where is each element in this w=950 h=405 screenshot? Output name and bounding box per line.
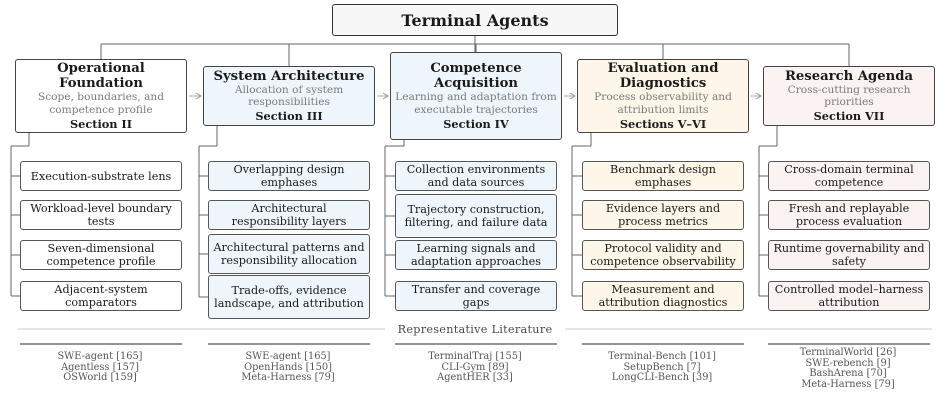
branch-item-3-2: Trajectory construction, filtering, and …	[395, 194, 557, 238]
branch-item-5-4: Controlled model–harness attribution	[768, 281, 930, 311]
column-heading: Evaluation and Diagnostics	[607, 61, 719, 92]
literature-ref: CLI-Gym [89]	[441, 361, 509, 373]
branch-item-4-2: Evidence layers and process metrics	[582, 200, 744, 230]
column-heading: System Architecture	[213, 68, 365, 84]
literature-ref: Meta-Harness [79]	[801, 378, 895, 390]
literature-ref: SWE-agent [165]	[57, 351, 143, 362]
branch-item-2-2: Architectural responsibility layers	[208, 200, 370, 230]
column-heading: Operational Foundation	[57, 61, 145, 92]
branch-item-1-1: Execution-substrate lens	[20, 161, 182, 191]
column-section-ref: Section III	[255, 109, 323, 124]
branch-item-3-1: Collection environments and data sources	[395, 161, 557, 191]
column-section-ref: Sections V–VI	[619, 116, 707, 131]
literature-ref: Agentless [157]	[61, 361, 139, 373]
branch-item-5-2: Fresh and replayable process evaluation	[768, 200, 930, 230]
literature-ref: SetupBench [7]	[623, 361, 701, 373]
literature-ref: LongCLI-Bench [39]	[611, 372, 713, 384]
flow-arrow-1	[195, 92, 202, 100]
column-section-ref: Section II	[70, 116, 132, 131]
column-subtitle: Scope, boundaries, and competence profil…	[37, 91, 165, 116]
branch-item-1-4: Adjacent-system comparators	[20, 281, 182, 311]
branch-item-4-3: Protocol validity and competence observa…	[582, 240, 744, 270]
branch-item-5-3: Runtime governability and safety	[768, 240, 930, 270]
branch-item-5-1: Cross-domain terminal competence	[768, 161, 930, 191]
literature-list-4: Terminal-Bench [101]SetupBench [7]LongCL…	[582, 351, 742, 384]
branch-item-1-3: Seven-dimensional competence profile	[20, 240, 182, 270]
literature-ref: OSWorld [159]	[63, 372, 137, 384]
column-heading: Competence Acquisition	[430, 61, 522, 92]
column-section-ref: Section IV	[443, 116, 509, 131]
branch-item-1-2: Workload-level boundary tests	[20, 200, 182, 230]
diagram-title: Terminal Agents	[332, 4, 618, 36]
branch-item-4-4: Measurement and attribution diagnostics	[582, 281, 744, 311]
flow-arrow-3	[569, 92, 576, 100]
literature-ref: BashArena [70]	[809, 368, 887, 380]
column-section-ref: Section VII	[813, 109, 885, 124]
literature-ref: TerminalWorld [26]	[799, 347, 897, 358]
literature-list-2: SWE-agent [165]OpenHands [150]Meta-Harne…	[208, 351, 368, 384]
branch-item-2-3: Architectural patterns and responsibilit…	[208, 234, 370, 274]
column-subtitle: Allocation of system responsibilities	[234, 83, 344, 108]
literature-ref: SWE-rebench [9]	[805, 357, 891, 369]
column-subtitle: Cross-cutting research priorities	[787, 83, 911, 108]
branch-item-3-4: Transfer and coverage gaps	[395, 281, 557, 311]
literature-ref: TerminalTraj [155]	[428, 351, 522, 362]
column-subtitle: Learning and adaptation from executable …	[395, 91, 557, 116]
literature-list-3: TerminalTraj [155]CLI-Gym [89]AgentHER […	[395, 351, 555, 384]
column-heading: Research Agenda	[784, 68, 914, 84]
branch-item-2-1: Overlapping design emphases	[208, 161, 370, 191]
branch-item-4-1: Benchmark design emphases	[582, 161, 744, 191]
flow-arrow-2	[382, 92, 389, 100]
literature-heading: Representative Literature	[397, 323, 553, 336]
literature-ref: Meta-Harness [79]	[241, 372, 335, 384]
flow-arrow-4	[755, 92, 762, 100]
branch-item-2-4: Trade-offs, evidence landscape, and attr…	[208, 275, 370, 319]
literature-ref: AgentHER [33]	[437, 372, 513, 384]
column-subtitle: Process observability and attribution li…	[594, 91, 732, 116]
literature-ref: SWE-agent [165]	[245, 351, 331, 362]
diagram-title-text: Terminal Agents	[401, 10, 549, 30]
literature-ref: OpenHands [150]	[244, 361, 332, 373]
literature-ref: Terminal-Bench [101]	[608, 351, 716, 362]
literature-list-1: SWE-agent [165]Agentless [157]OSWorld [1…	[20, 351, 180, 384]
literature-list-5: TerminalWorld [26]SWE-rebench [9]BashAre…	[768, 347, 928, 390]
branch-item-3-3: Learning signals and adaptation approach…	[395, 240, 557, 270]
